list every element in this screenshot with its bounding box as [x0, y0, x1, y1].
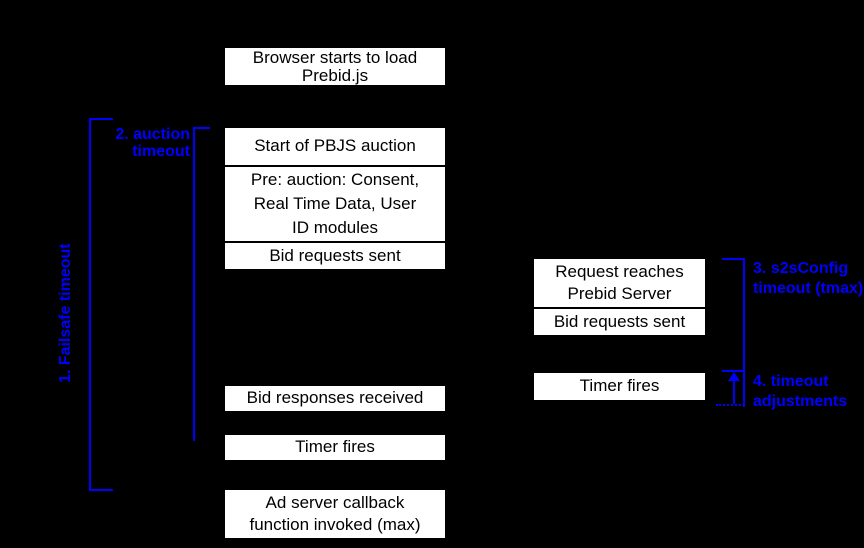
- failsafe-bracket-bottom-tick: [89, 489, 113, 491]
- step-label: Pre: auction: Consent, Real Time Data, U…: [250, 170, 420, 237]
- failsafe-bracket-line: [89, 118, 91, 491]
- step-label: Browser starts to load Prebid.js: [252, 47, 418, 85]
- step-label: Timer fires: [579, 376, 660, 396]
- step-label: Request reaches Prebid Server: [555, 262, 684, 303]
- step-box-start-of-auction: Start of PBJS auction: [225, 128, 445, 165]
- failsafe-bracket-top-tick: [89, 118, 113, 120]
- s2sconfig-bracket-mid-tick: [722, 370, 745, 372]
- step-box-bid-requests-sent: Bid requests sent: [225, 243, 445, 269]
- failsafe-timeout-label: 1. Failsafe timeout: [57, 243, 74, 383]
- step-label: Bid requests sent: [553, 311, 686, 331]
- step-box-request-reaches-prebid-server: Request reaches Prebid Server: [534, 259, 705, 307]
- timeout-adjustments-label: 4. timeout adjustments: [753, 373, 848, 410]
- step-box-ad-server-callback: Ad server callback function invoked (max…: [225, 490, 445, 538]
- step-label: Bid responses received: [246, 388, 424, 408]
- adjustment-dotted-line: [716, 404, 745, 406]
- step-label: Ad server callback function invoked (max…: [249, 493, 421, 534]
- step-label: Timer fires: [295, 437, 375, 457]
- step-label: Bid requests sent: [269, 245, 401, 265]
- step-box-bid-responses-received: Bid responses received: [225, 386, 445, 411]
- s2sconfig-bracket-line: [743, 258, 745, 407]
- auction-timeout-label: 2. auction timeout: [115, 126, 190, 160]
- step-box-server-timer-fires: Timer fires: [534, 373, 705, 400]
- step-box-server-bid-requests-sent: Bid requests sent: [534, 309, 705, 335]
- s2sconfig-bracket-top-tick: [722, 258, 745, 260]
- s2sconfig-timeout-label: 3. s2sConfig timeout (tmax): [753, 260, 864, 297]
- step-label: Start of PBJS auction: [254, 136, 416, 156]
- auction-bracket-line: [193, 127, 195, 441]
- up-arrow-shaft: [733, 380, 735, 404]
- step-box-pre-auction-modules: Pre: auction: Consent, Real Time Data, U…: [225, 167, 445, 241]
- auction-bracket-top-tick: [193, 127, 210, 129]
- step-box-browser-loads-prebid: Browser starts to load Prebid.js: [225, 48, 445, 85]
- up-arrow-icon: [728, 372, 740, 381]
- step-box-timer-fires: Timer fires: [225, 435, 445, 460]
